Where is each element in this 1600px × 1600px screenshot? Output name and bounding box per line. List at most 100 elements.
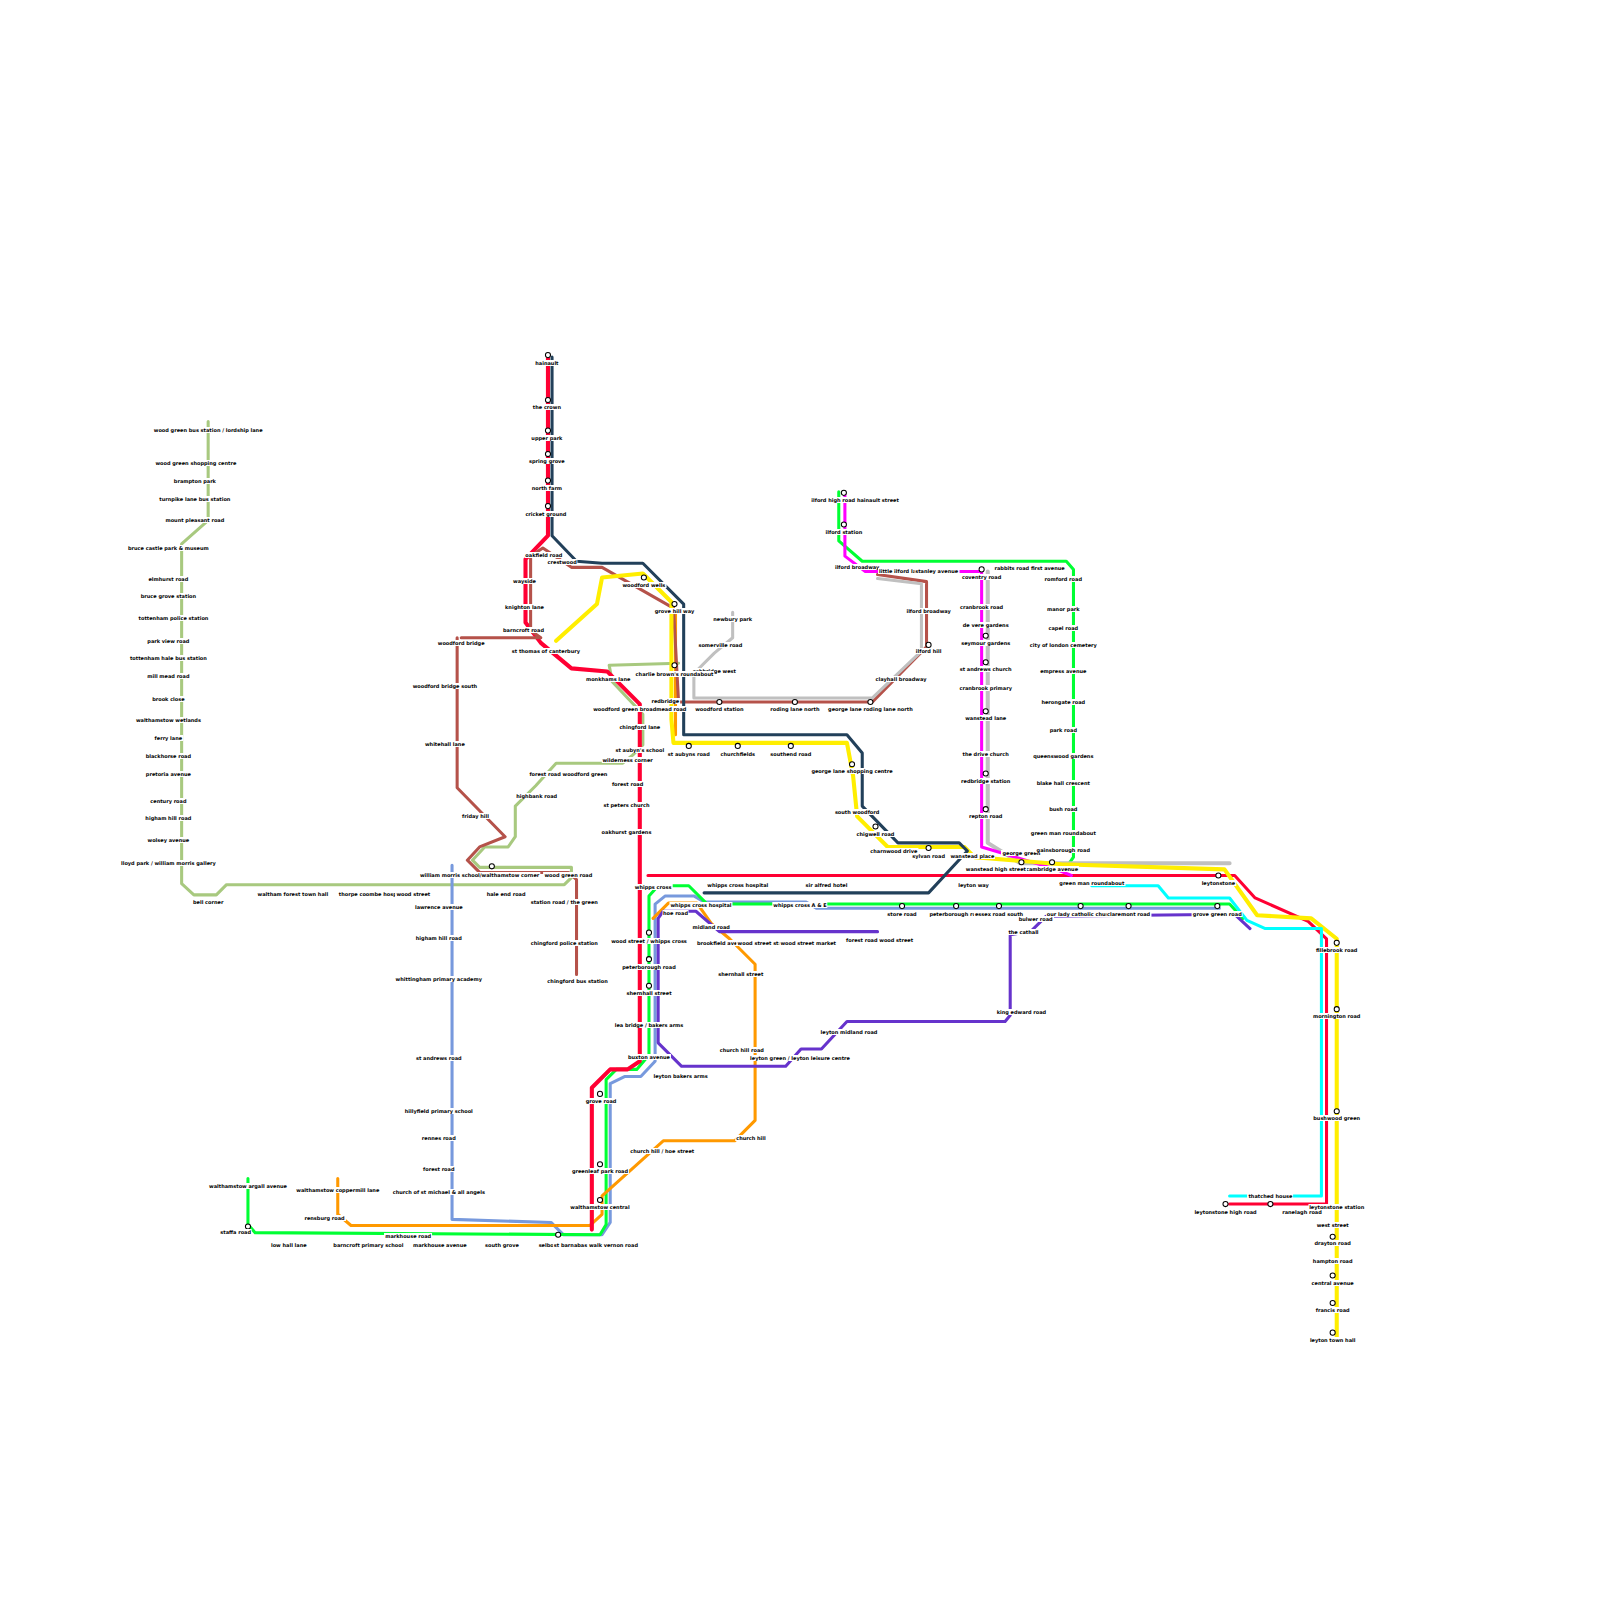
station-label: st peters church	[602, 802, 650, 808]
station-label: romford road	[1044, 576, 1083, 582]
station-label: cambridge avenue	[1025, 866, 1079, 872]
station-label: redbridge station	[960, 778, 1011, 784]
station-label: the crown	[532, 404, 562, 410]
station-label: sylvan road	[911, 853, 946, 859]
station-label: leytonstone high road	[1193, 1209, 1257, 1215]
route-line	[452, 865, 1219, 1234]
station-label: our lady catholic church	[1046, 911, 1116, 917]
route-line	[552, 357, 967, 893]
station-label: coventry road	[961, 574, 1002, 580]
station-label: st barnabas walk vernon road	[553, 1242, 639, 1248]
station-label: grove road	[585, 1098, 618, 1104]
station-label: rensburg road	[303, 1215, 345, 1221]
station-label: hillyfield primary school	[404, 1108, 474, 1114]
station-label: cricket ground	[524, 511, 567, 517]
station-label: st thomas of canterbury	[511, 648, 581, 654]
station-label: the cathall	[1007, 929, 1039, 935]
station-label: pretoria avenue	[145, 771, 192, 777]
station-label: brampton park	[173, 478, 217, 484]
station-label: mornington road	[1312, 1013, 1362, 1019]
station-label: ilford broadway	[905, 608, 951, 614]
station-label: lea bridge / bakers arms	[614, 1022, 685, 1028]
station-label: green man roundabout	[1058, 880, 1125, 886]
station-label: george lane shopping centre	[810, 768, 893, 774]
station-label: green man roundabout	[1030, 830, 1097, 836]
station-label: ilford high road hainault street	[810, 497, 900, 503]
station-label: low hall lane	[270, 1242, 308, 1248]
station-label: highbank road	[515, 793, 558, 799]
station-label: station road / the green	[530, 899, 599, 905]
station-label: south grove	[484, 1242, 520, 1248]
station-label: queenswood gardens	[1032, 753, 1094, 759]
station-label: city of london cemetery	[1029, 642, 1098, 648]
station-label: higham hill road	[415, 935, 463, 941]
station-label: essex road south	[974, 911, 1024, 917]
station-label: cranbrook road	[959, 604, 1004, 610]
station-label: wood street / whipps cross	[610, 938, 688, 944]
station-label: bushwood green	[1312, 1115, 1361, 1121]
station-label: tottenham hale bus station	[129, 655, 208, 661]
station-label: wanstead lane	[964, 715, 1007, 721]
station-label: walthamstow argall avenue	[208, 1183, 288, 1189]
station-label: whipps cross hospital	[706, 882, 769, 888]
station-label: gainsborough road	[1036, 847, 1091, 853]
station-label: de vere gardens	[962, 622, 1010, 628]
station-label: thatched house	[1247, 1193, 1293, 1199]
station-label: chingford bus station	[546, 978, 608, 984]
station-label: higham hill road	[144, 815, 192, 821]
station-label: buxton avenue	[627, 1054, 671, 1060]
station-label: woodford bridge south	[412, 683, 478, 689]
station-label: upper park	[530, 435, 563, 441]
route-line	[1092, 886, 1322, 1196]
station-label: bruce grove station	[140, 593, 197, 599]
station-label: whipps cross	[634, 884, 673, 890]
station-label: leyton way	[957, 882, 990, 888]
station-label: whittingham primary academy	[395, 976, 483, 982]
station-label: forest road	[611, 781, 644, 787]
route-line	[845, 495, 1072, 876]
station-label: drayton road	[1313, 1240, 1352, 1246]
station-label: bulwer road	[1018, 916, 1054, 922]
station-label: church hill road	[719, 1047, 765, 1053]
station-label: walthamstow wetlands	[135, 717, 202, 723]
station-label: hoe road	[662, 910, 689, 916]
station-label: grove green road	[1192, 911, 1243, 917]
station-label: wilderness corner	[601, 757, 653, 763]
station-label: whipps cross hospital	[669, 902, 732, 908]
station-label: lawrence avenue	[414, 904, 464, 910]
station-label: markhouse road	[384, 1233, 432, 1239]
station-label: leytonstone	[1201, 880, 1237, 886]
station-label: oakhurst gardens	[601, 829, 653, 835]
station-label: shernhall street	[625, 990, 672, 996]
route-line	[556, 573, 1337, 1336]
station-label: chingford police station	[530, 940, 599, 946]
station-label: west street	[1316, 1222, 1350, 1228]
station-label: roding lane north	[769, 706, 820, 712]
station-label: spring grove	[528, 458, 566, 464]
station-label: mill mead road	[146, 673, 190, 679]
station-label: st aubyns road	[667, 751, 711, 757]
station-label: knighton lane	[504, 604, 545, 610]
route-line	[248, 886, 1243, 1235]
station-label: wood green shopping centre	[154, 460, 237, 466]
station-label: greenleaf park road	[571, 1168, 629, 1174]
station-label: peterborough road	[621, 964, 676, 970]
station-label: wood green road	[543, 872, 593, 878]
route-line	[658, 911, 1250, 1066]
station-label: chingford lane	[618, 724, 661, 730]
station-label: wood street	[395, 891, 431, 897]
station-label: central avenue	[1311, 1280, 1355, 1286]
station-label: ilford hill	[915, 648, 943, 654]
station-label: south woodford	[834, 809, 880, 815]
station-label: ilford broadway	[834, 564, 880, 570]
station-label: blackhorse road	[145, 753, 192, 759]
station-label: forest road	[422, 1166, 455, 1172]
station-label: rennes road	[421, 1135, 457, 1141]
station-label: woodford green broadmead road	[592, 706, 687, 712]
station-label: king edward road	[996, 1009, 1048, 1015]
station-label: clayhall broadway	[875, 676, 928, 682]
station-label: whipps cross A & E	[772, 902, 827, 908]
station-label: store road	[886, 911, 917, 917]
station-label: empress avenue	[1039, 668, 1087, 674]
